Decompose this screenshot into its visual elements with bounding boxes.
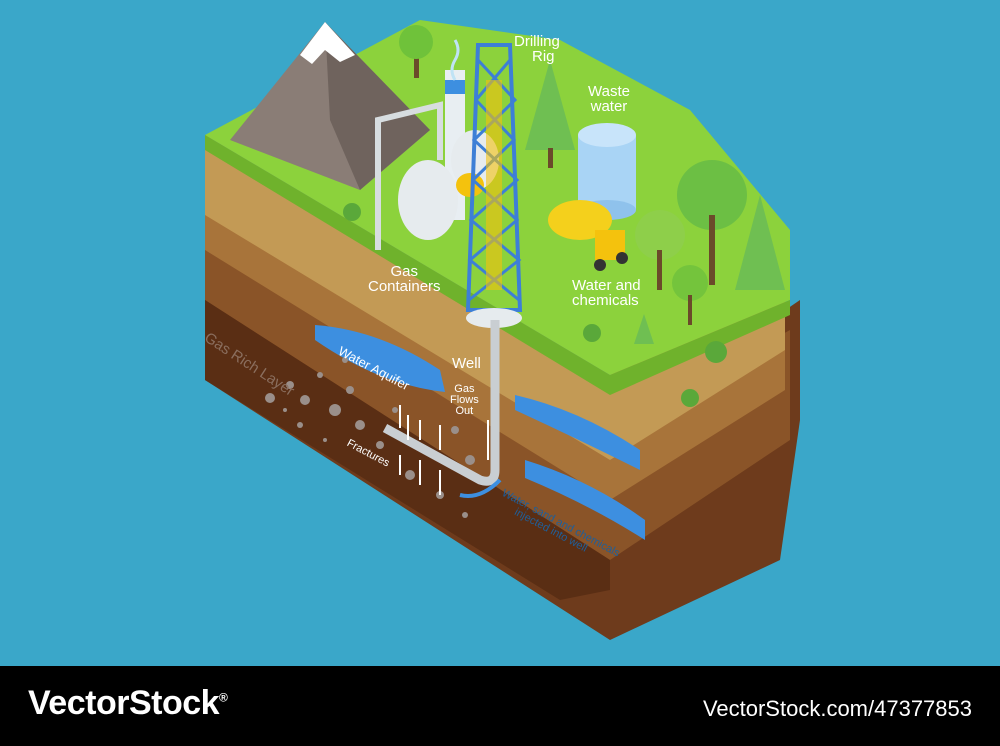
label-drilling-rig: Drilling Rig xyxy=(514,34,560,64)
flow-arrows xyxy=(399,405,441,495)
label-gas-line2: Containers xyxy=(368,278,441,295)
label-wac-line1: Water and xyxy=(572,277,641,294)
gas-particles xyxy=(265,357,475,518)
well-pipe xyxy=(382,320,500,486)
fracking-diagram xyxy=(205,20,800,640)
label-gfo-line1: Gas xyxy=(454,383,475,395)
label-waste-line1: Waste xyxy=(588,83,630,100)
label-well: Well xyxy=(452,355,481,372)
watermark-footer: VectorStock® VectorStock.com/47377853 xyxy=(0,666,1000,746)
image-id: VectorStock.com/47377853 xyxy=(702,696,972,721)
label-water-and-chemicals: Water and chemicals xyxy=(572,278,641,308)
injection-arrow xyxy=(459,478,502,498)
label-gas-containers: Gas Containers xyxy=(368,264,441,294)
label-waste-water: Waste water xyxy=(588,84,630,114)
label-drilling-line1: Drilling xyxy=(514,33,560,50)
label-gas-line1: Gas xyxy=(390,263,419,280)
brand-text: VectorStock xyxy=(28,684,220,722)
vectorstock-logo: VectorStock® xyxy=(28,684,228,723)
water-truck xyxy=(548,200,628,271)
drilling-rig xyxy=(465,43,523,328)
registered-mark: ® xyxy=(219,690,228,705)
label-gas-flows-out: Gas Flows Out xyxy=(450,384,479,417)
label-waste-line2: water xyxy=(590,98,628,115)
label-wac-line2: chemicals xyxy=(572,292,639,309)
label-gfo-line2: Flows xyxy=(450,394,479,406)
trees xyxy=(343,25,785,407)
label-drilling-line2: Rig xyxy=(532,48,555,65)
water-aquifers xyxy=(315,325,645,540)
label-gfo-line3: Out xyxy=(455,405,474,417)
